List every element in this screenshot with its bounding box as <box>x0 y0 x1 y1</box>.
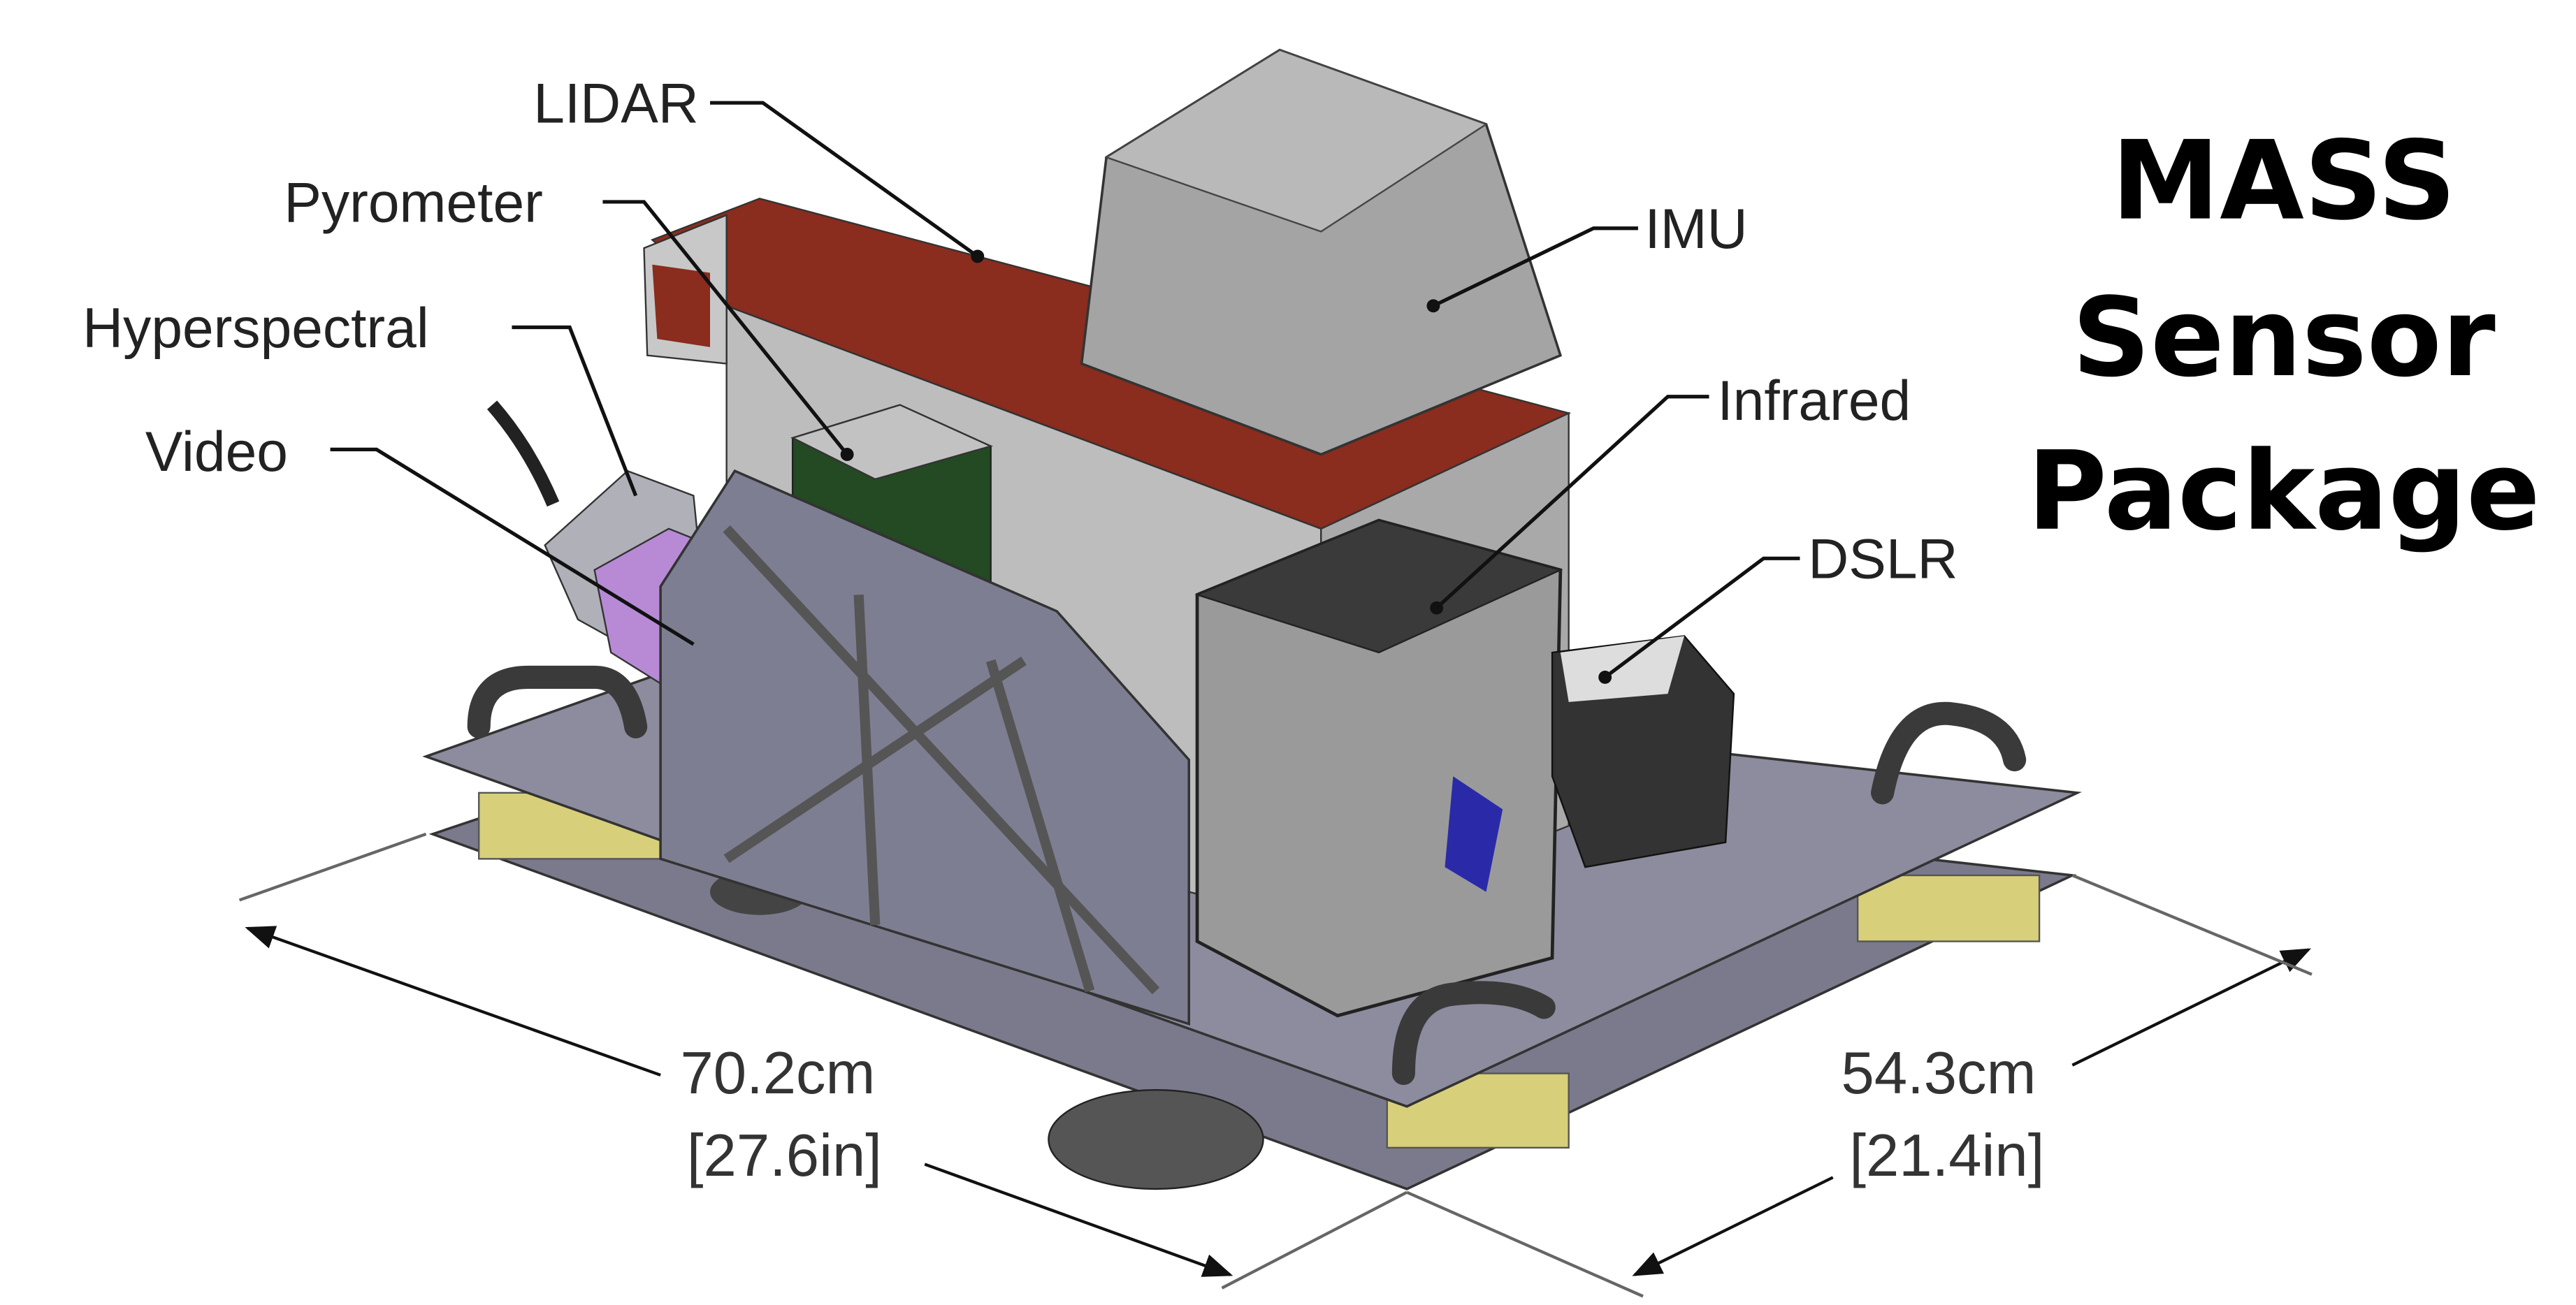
label-pyrometer: Pyrometer <box>284 171 543 234</box>
cad-model <box>422 48 2082 1190</box>
dimension-lines <box>238 832 2313 1298</box>
label-video: Video <box>145 421 288 483</box>
label-infrared: Infrared <box>1717 370 1911 432</box>
caster-wheel <box>1048 1088 1264 1190</box>
title-line-2: Sensor <box>2072 274 2496 401</box>
label-dslr: DSLR <box>1808 528 1958 591</box>
frame-cutouts <box>723 525 1160 995</box>
infrared-camera-top <box>1194 519 1563 654</box>
dimension-length-imperial: [27.6in] <box>687 1123 882 1189</box>
dimension-length-metric: 70.2cm <box>680 1040 875 1107</box>
title-line-1: MASS <box>2111 117 2456 245</box>
cable <box>487 400 560 507</box>
dimension-width-imperial: [21.4in] <box>1849 1123 2044 1189</box>
imu-top <box>1104 49 1489 233</box>
title-line-3: Package <box>2027 428 2540 555</box>
label-lidar: LIDAR <box>533 73 699 136</box>
dimension-width-metric: 54.3cm <box>1841 1040 2036 1107</box>
leader-lines <box>330 101 1800 684</box>
flir-logo-icon <box>1445 776 1503 892</box>
pyrometer-top <box>790 404 994 481</box>
dslr-top <box>1560 636 1685 702</box>
spring-dampers <box>478 792 2041 1149</box>
lidar-window <box>652 264 711 347</box>
label-hyperspectral: Hyperspectral <box>82 297 429 360</box>
label-imu: IMU <box>1644 198 1747 261</box>
handles <box>467 665 2027 1086</box>
